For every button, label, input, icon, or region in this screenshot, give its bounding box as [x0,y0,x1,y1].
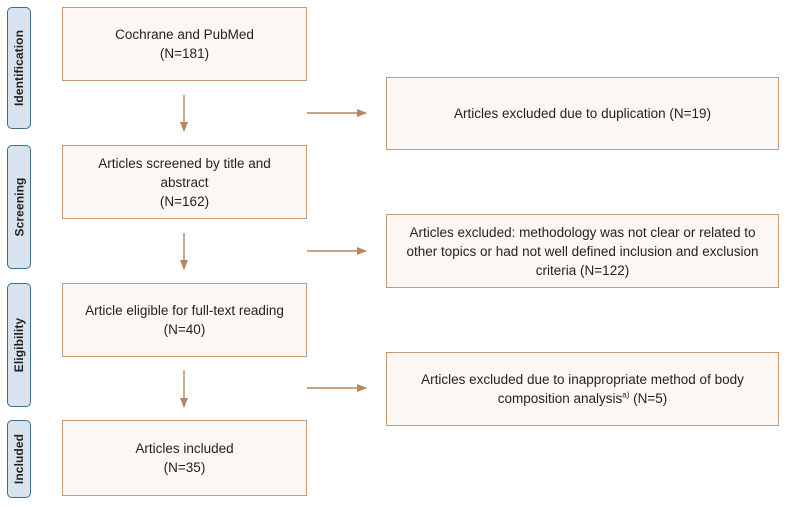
box-excluded-method: Articles excluded due to inappropriate m… [386,352,779,426]
excluded-method-line1: Articles excluded due to inappropriate m… [421,372,744,387]
box-included-line2: (N=35) [163,460,206,475]
stage-included: Included [7,420,31,498]
box-excluded-methodology: Articles excluded: methodology was not c… [386,214,779,288]
box-sources-line2: (N=181) [159,46,210,61]
box-eligible-line1: Article eligible for full-text reading [85,303,284,318]
box-screened-line2: (N=162) [159,193,210,209]
box-sources-line1: Cochrane and PubMed [115,27,254,42]
excluded-methodology-line2: other topics or had not well defined inc… [406,243,759,259]
box-eligible-line2: (N=40) [163,322,206,337]
excluded-method-line2-count: (N=5) [629,391,668,406]
box-excluded-duplication: Articles excluded due to duplication (N=… [386,77,779,150]
stage-eligibility: Eligibility [7,283,31,407]
box-screened: Articles screened by title and abstract … [62,145,307,219]
box-sources: Cochrane and PubMed (N=181) [62,7,307,81]
excluded-method-line2: composition analysisa) (N=5) [498,389,668,408]
box-screened-line1: Articles screened by title and abstract [98,155,271,190]
box-included: Articles included (N=35) [62,420,307,496]
stage-screening: Screening [7,145,31,269]
excluded-methodology-line1: Articles excluded: methodology was not c… [409,224,756,240]
box-included-line1: Articles included [135,441,234,456]
footnote-marker: a) [622,390,630,400]
excluded-methodology-line3: criteria (N=122) [535,262,630,278]
excluded-method-line2-text: composition analysis [497,391,623,406]
box-eligible: Article eligible for full-text reading (… [62,283,307,357]
excluded-duplication-line1: Articles excluded due to duplication (N=… [453,106,712,121]
stage-identification: Identification [7,7,31,129]
